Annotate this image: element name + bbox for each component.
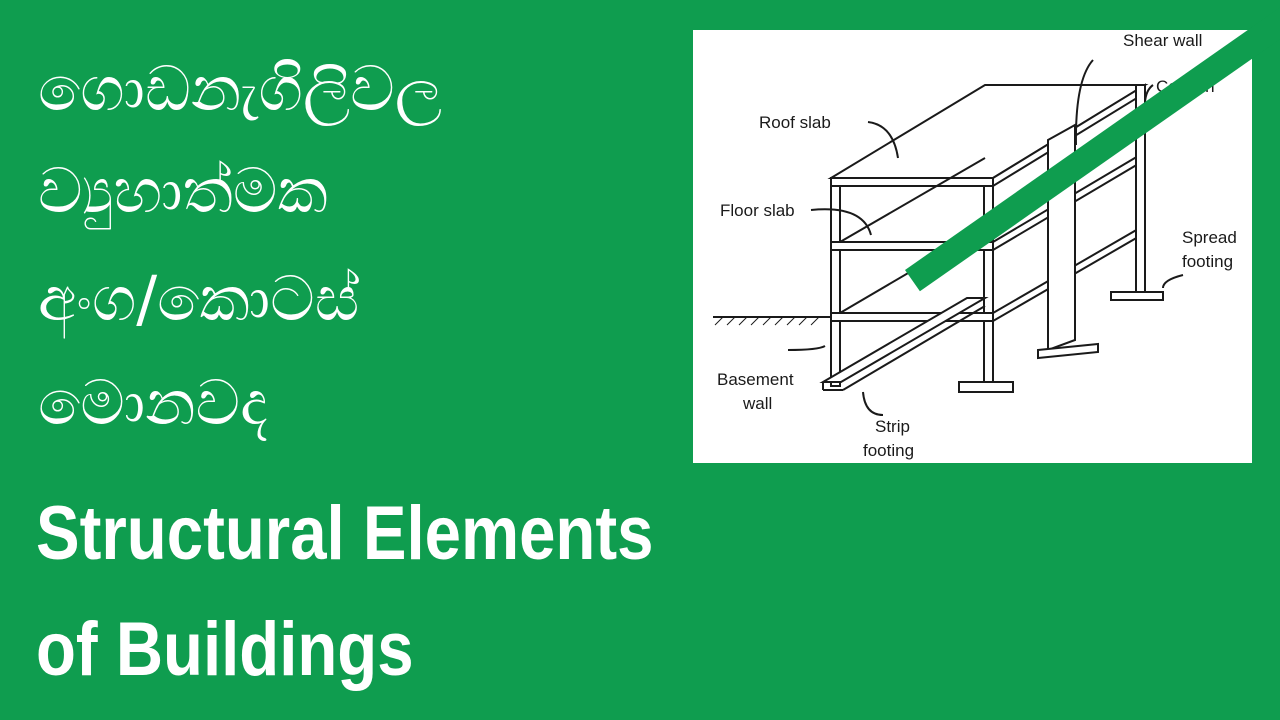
structure-lines — [713, 59, 1184, 416]
title-sinhala-line4: මොනවද — [38, 366, 268, 439]
label-spread-footing-line1: Spread — [1182, 228, 1237, 247]
title-english-line2: of Buildings — [36, 607, 414, 692]
title-sinhala-line2: ව්‍යුහාත්මක — [38, 154, 328, 227]
label-strip-footing-line2: footing — [863, 441, 914, 460]
building-diagram-svg: Shear wall Column Roof slab Floor slab S… — [713, 31, 1237, 460]
label-basement-wall-line1: Basement — [717, 370, 794, 389]
label-strip-footing-line1: Strip — [875, 417, 910, 436]
ground-hatching — [714, 316, 820, 326]
title-english-line1: Structural Elements — [36, 491, 654, 576]
title-sinhala-line3: අංග/කොටස් — [38, 262, 360, 335]
label-floor-slab: Floor slab — [720, 201, 795, 220]
label-spread-footing-line2: footing — [1182, 252, 1233, 271]
beam-front-low — [830, 312, 994, 322]
title-sinhala-line1: ගොඩනැගිලිවල — [38, 52, 443, 125]
label-roof-slab: Roof slab — [759, 113, 831, 132]
label-basement-wall-line2: wall — [742, 394, 772, 413]
label-shear-wall: Shear wall — [1123, 31, 1202, 50]
beam-front-top — [830, 177, 994, 187]
